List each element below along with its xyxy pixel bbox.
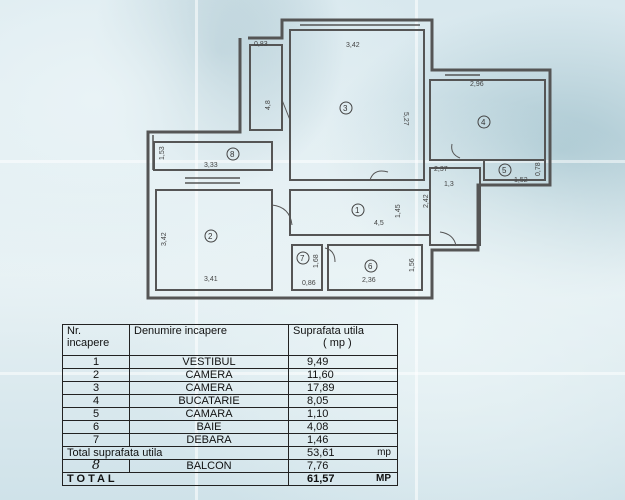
fold-line xyxy=(195,0,198,500)
header-area: Suprafata utila ( mp ) xyxy=(288,324,398,356)
room-number-1: 1 xyxy=(355,206,360,215)
row-name: CAMERA xyxy=(129,381,289,395)
fold-line xyxy=(415,0,418,500)
table-row: 3 CAMERA 17,89 xyxy=(62,381,398,395)
total-util-cell: 53,61 mp xyxy=(288,446,398,460)
dimension-label: 3,41 xyxy=(204,276,218,283)
room-number-8: 8 xyxy=(230,150,235,159)
total-util-row: Total suprafata utila 53,61 mp xyxy=(62,446,398,460)
fold-line xyxy=(0,160,625,163)
dimension-label: 1,45 xyxy=(395,204,402,218)
dimension-label: 1,68 xyxy=(313,254,320,268)
header-area-label: Suprafata utila xyxy=(293,325,364,337)
dimension-label: 0,83 xyxy=(254,41,268,48)
table-row: 2 CAMERA 11,60 xyxy=(62,368,398,382)
table-row: 6 BAIE 4,08 xyxy=(62,420,398,434)
dimension-label: 2,37 xyxy=(434,166,448,173)
dimension-label: 3,42 xyxy=(346,42,360,49)
header-name: Denumire incapere xyxy=(129,324,289,356)
table-row: 4 BUCATARIE 8,05 xyxy=(62,394,398,408)
row-area: 8,05 xyxy=(288,394,398,408)
dimension-label: 1,56 xyxy=(409,258,416,272)
table-row: 7 DEBARA 1,46 xyxy=(62,433,398,447)
row-area: 9,49 xyxy=(288,355,398,369)
dimension-label: 3,42 xyxy=(161,232,168,246)
dimension-label: 2,36 xyxy=(362,277,376,284)
grand-total-unit: MP xyxy=(376,473,391,484)
row-name: BAIE xyxy=(129,420,289,434)
grand-total-row: TOTAL 61,57 MP xyxy=(62,472,398,486)
row-name: VESTIBUL xyxy=(129,355,289,369)
row-nr: 3 xyxy=(62,381,130,395)
row-area: 4,08 xyxy=(288,420,398,434)
room-legend-table: Nr. incapere Denumire incapere Suprafata… xyxy=(62,324,398,486)
row-nr: 6 xyxy=(62,420,130,434)
row-area: 17,89 xyxy=(288,381,398,395)
dimension-label: 1,3 xyxy=(444,181,454,188)
row-name: CAMARA xyxy=(129,407,289,421)
row-name: BUCATARIE xyxy=(129,394,289,408)
row-name: CAMERA xyxy=(129,368,289,382)
row-nr: 7 xyxy=(62,433,130,447)
row-name: DEBARA xyxy=(129,433,289,447)
row-area: 1,46 xyxy=(288,433,398,447)
total-util-unit: mp xyxy=(377,447,391,458)
dimension-label: 4,5 xyxy=(374,220,384,227)
dimension-label: 3,33 xyxy=(204,162,218,169)
row-area: 1,10 xyxy=(288,407,398,421)
room-number-3: 3 xyxy=(343,104,348,113)
row-nr: 4 xyxy=(62,394,130,408)
balcon-name: BALCON xyxy=(129,459,289,473)
legend-header-row: Nr. incapere Denumire incapere Suprafata… xyxy=(62,324,398,356)
row-area: 11,60 xyxy=(288,368,398,382)
dimension-label: 2,42 xyxy=(423,194,430,208)
header-nr: Nr. incapere xyxy=(62,324,130,356)
grand-total-value: 61,57 xyxy=(307,473,335,485)
row-nr: 2 xyxy=(62,368,130,382)
room-number-7: 7 xyxy=(300,254,305,263)
header-area-unit: ( mp ) xyxy=(323,337,352,349)
table-row: 1 VESTIBUL 9,49 xyxy=(62,355,398,369)
room-number-6: 6 xyxy=(368,262,373,271)
dimension-label: 2,96 xyxy=(470,81,484,88)
dimension-label: 1,52 xyxy=(514,177,528,184)
table-row: 5 CAMARA 1,10 xyxy=(62,407,398,421)
dimension-label: 4,8 xyxy=(265,100,272,110)
floor-plan: 1 2 3 4 5 6 7 8 0,83 3,42 2,96 4,8 5,27 … xyxy=(146,18,552,300)
row-nr: 5 xyxy=(62,407,130,421)
dimension-label: 1,53 xyxy=(159,146,166,160)
row-nr: 1 xyxy=(62,355,130,369)
grand-total-cell: 61,57 MP xyxy=(288,472,398,486)
room-number-2: 2 xyxy=(208,232,213,241)
balcon-area: 7,76 xyxy=(288,459,398,473)
dimension-label: 5,27 xyxy=(402,112,409,126)
total-util-value: 53,61 xyxy=(307,447,335,459)
balcon-row: 8 BALCON 7,76 xyxy=(62,459,398,473)
balcon-nr: 8 xyxy=(62,459,130,473)
room-number-5: 5 xyxy=(502,166,507,175)
grand-total-label: TOTAL xyxy=(62,472,289,486)
dimension-label: 0,86 xyxy=(302,280,316,287)
dimension-label: 0,78 xyxy=(535,162,542,176)
room-number-4: 4 xyxy=(481,118,486,127)
